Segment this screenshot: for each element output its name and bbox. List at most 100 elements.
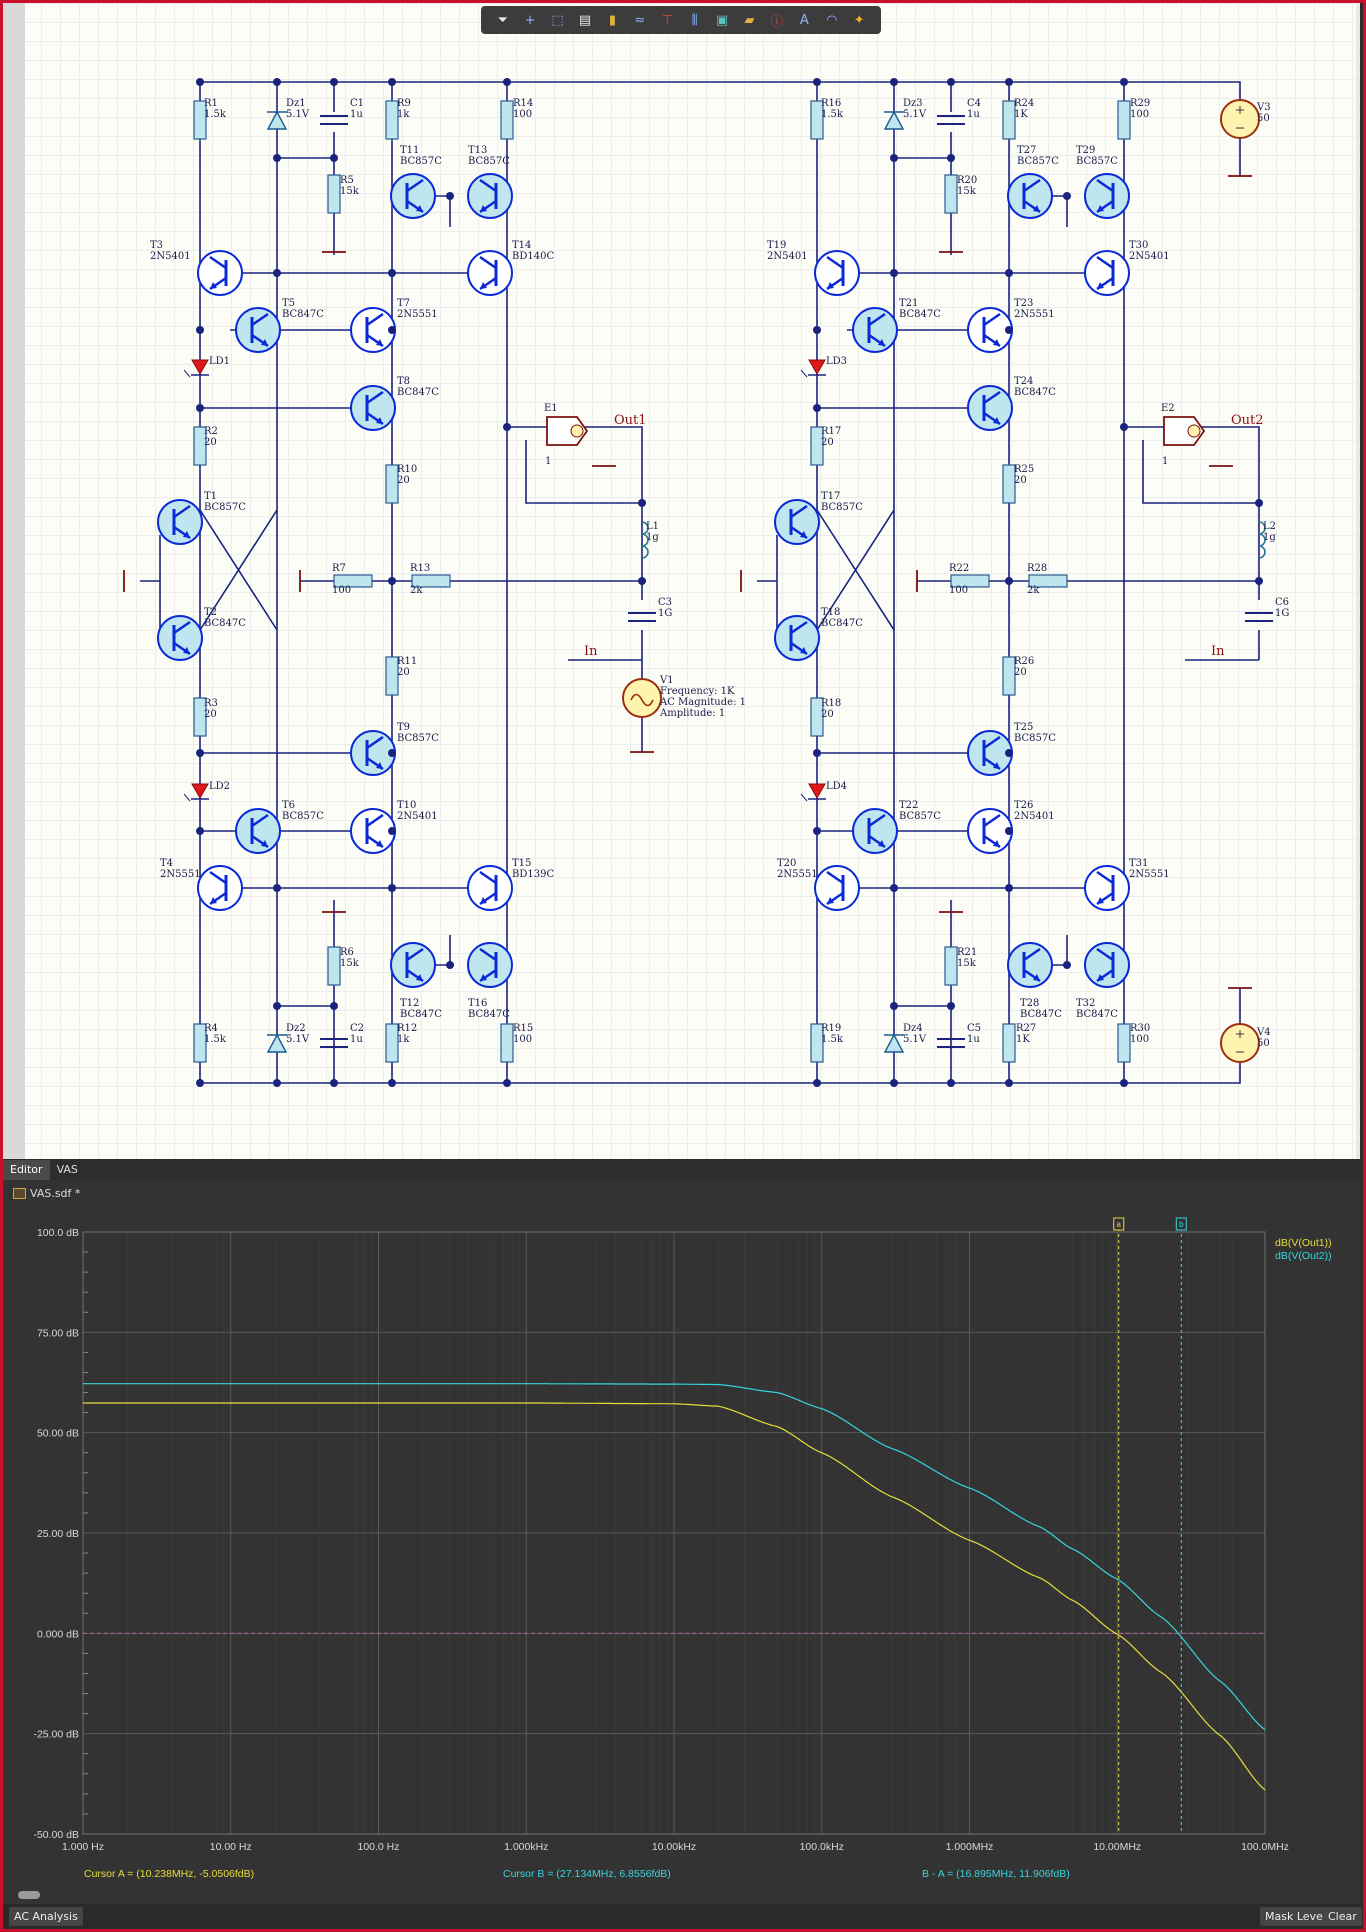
inductor[interactable]	[1258, 521, 1266, 559]
resistor[interactable]	[333, 574, 373, 588]
transistor[interactable]	[235, 808, 281, 854]
transistor[interactable]	[852, 307, 898, 353]
zener-diode[interactable]	[266, 1033, 288, 1053]
resistor[interactable]	[1002, 1023, 1016, 1063]
transistor[interactable]	[814, 865, 860, 911]
crosshair-icon[interactable]: +	[524, 12, 536, 28]
led[interactable]	[183, 359, 209, 378]
capacitor[interactable]	[937, 1038, 965, 1048]
resistor[interactable]	[385, 1023, 399, 1063]
component-icon[interactable]: ▮	[608, 12, 616, 28]
transistor[interactable]	[967, 307, 1013, 353]
transistor[interactable]	[1007, 942, 1053, 988]
legend-entry[interactable]: dB(V(Out2))	[1275, 1250, 1332, 1262]
sheet-symbol-icon[interactable]: ▣	[715, 12, 729, 28]
resistor[interactable]	[1028, 574, 1068, 588]
inductor[interactable]	[641, 521, 649, 559]
transistor[interactable]	[1084, 250, 1130, 296]
transistor[interactable]	[157, 499, 203, 545]
resistor[interactable]	[944, 174, 958, 214]
resistor[interactable]	[1002, 100, 1016, 140]
resistor[interactable]	[411, 574, 451, 588]
zener-diode[interactable]	[883, 110, 905, 130]
resistor[interactable]	[193, 100, 207, 140]
vcvs-source[interactable]	[546, 416, 589, 446]
sim-file-tab[interactable]: VAS.sdf *	[3, 1180, 1360, 1206]
cursor-flag-b[interactable]	[1175, 1217, 1187, 1231]
horizontal-scrollbar[interactable]	[10, 1889, 1350, 1901]
transistor[interactable]	[390, 173, 436, 219]
probe-icon[interactable]: ✦	[853, 12, 865, 28]
directive-icon[interactable]: ⓘ	[770, 14, 784, 30]
resistor[interactable]	[385, 464, 399, 504]
port-icon[interactable]: ▰	[744, 12, 755, 28]
align-icon[interactable]: ▤	[578, 12, 592, 28]
transistor[interactable]	[157, 615, 203, 661]
transistor[interactable]	[467, 173, 513, 219]
capacitor[interactable]	[320, 1038, 348, 1048]
transistor[interactable]	[467, 250, 513, 296]
resistor[interactable]	[1002, 464, 1016, 504]
resistor[interactable]	[500, 1023, 514, 1063]
resistor[interactable]	[327, 174, 341, 214]
led[interactable]	[800, 359, 826, 378]
legend-entry[interactable]: dB(V(Out1))	[1275, 1237, 1332, 1249]
transistor[interactable]	[350, 385, 396, 431]
clear-button[interactable]: Clear	[1323, 1907, 1362, 1926]
resistor[interactable]	[950, 574, 990, 588]
resistor[interactable]	[193, 426, 207, 466]
transistor[interactable]	[774, 615, 820, 661]
transistor[interactable]	[1007, 173, 1053, 219]
transistor[interactable]	[852, 808, 898, 854]
transistor[interactable]	[1084, 173, 1130, 219]
transistor[interactable]	[350, 808, 396, 854]
series-line-1[interactable]	[83, 1402, 1266, 1791]
resistor[interactable]	[193, 697, 207, 737]
transistor[interactable]	[1084, 865, 1130, 911]
resistor[interactable]	[810, 426, 824, 466]
resistor[interactable]	[500, 100, 514, 140]
transistor[interactable]	[967, 808, 1013, 854]
resistor[interactable]	[810, 100, 824, 140]
transistor[interactable]	[235, 307, 281, 353]
series-line-2[interactable]	[83, 1383, 1266, 1731]
cursor-flag-a[interactable]	[1113, 1217, 1125, 1231]
transistor[interactable]	[197, 250, 243, 296]
transistor[interactable]	[967, 385, 1013, 431]
tab-vas[interactable]: VAS	[56, 1163, 78, 1176]
power-port-icon[interactable]: ⊤	[661, 12, 673, 28]
transistor[interactable]	[197, 865, 243, 911]
capacitor[interactable]	[628, 612, 656, 622]
schematic-canvas[interactable]: R11.5kDz15.1VC11uR91kR14100T11BC857CT13B…	[3, 3, 1360, 1159]
resistor[interactable]	[385, 656, 399, 696]
zener-diode[interactable]	[266, 110, 288, 130]
resistor[interactable]	[1002, 656, 1016, 696]
resistor[interactable]	[944, 946, 958, 986]
filter-icon[interactable]: ⏷	[497, 12, 508, 28]
capacitor[interactable]	[937, 115, 965, 125]
transistor[interactable]	[390, 942, 436, 988]
voltage-source[interactable]	[1220, 99, 1260, 139]
resistor[interactable]	[810, 697, 824, 737]
arc-icon[interactable]: ◠	[826, 12, 838, 28]
wire-icon[interactable]: ≈	[634, 12, 646, 28]
voltage-source[interactable]	[1220, 1023, 1260, 1063]
transistor[interactable]	[774, 499, 820, 545]
select-box-icon[interactable]: ⬚	[551, 12, 564, 28]
capacitor[interactable]	[1245, 612, 1273, 622]
voltage-source[interactable]	[622, 678, 662, 718]
resistor[interactable]	[385, 100, 399, 140]
transistor[interactable]	[1084, 942, 1130, 988]
mask-level-button[interactable]: Mask Level	[1260, 1907, 1331, 1926]
resistor[interactable]	[193, 1023, 207, 1063]
tab-editor[interactable]: Editor	[3, 1160, 50, 1180]
resistor[interactable]	[1117, 100, 1131, 140]
zener-diode[interactable]	[883, 1033, 905, 1053]
ac-analysis-tab[interactable]: AC Analysis	[9, 1907, 83, 1926]
text-icon[interactable]: A	[799, 12, 809, 28]
transistor[interactable]	[467, 865, 513, 911]
resistor[interactable]	[327, 946, 341, 986]
bus-icon[interactable]: ⫼	[691, 12, 698, 28]
transistor[interactable]	[350, 307, 396, 353]
